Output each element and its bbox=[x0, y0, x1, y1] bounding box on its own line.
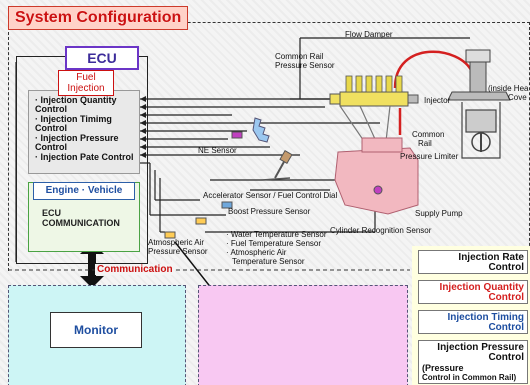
fuel-injection-item: · Injection Pate Control bbox=[35, 152, 134, 162]
ecu-title: ECU bbox=[65, 46, 139, 70]
legend-pressure-line1: Injection Pressure bbox=[437, 342, 524, 353]
legend-injection-pressure: Injection Pressure Control (Pressure Con… bbox=[418, 340, 528, 384]
diagram-title: System Configuration bbox=[8, 6, 189, 30]
legend-rate-line1: Injection Rate bbox=[458, 252, 524, 263]
atmospheric-air-pressure-label-1: Atmospheric Air bbox=[148, 238, 205, 247]
legend-timing-line1: Injection Timing bbox=[447, 312, 524, 323]
accelerator-sensor-label: Accelerator Sensor / Fuel Control Dial bbox=[203, 191, 338, 200]
fuel-temperature-sensor-label: · Fuel Temperature Sensor bbox=[226, 239, 322, 248]
fuel-injection-tag: Fuel Injection bbox=[58, 70, 114, 96]
fuel-injection-item: · Injection Timimg Control bbox=[35, 114, 112, 133]
legend-pressure-line2: Control bbox=[488, 352, 524, 363]
legend-rate-line2: Control bbox=[488, 262, 524, 273]
legend-injection-rate: Injection Rate Control bbox=[418, 250, 528, 274]
atmospheric-air-pressure-label-2: Pressure Sensor bbox=[148, 247, 208, 256]
legend-quantity-line2: Control bbox=[488, 292, 524, 303]
communication-label: Communication bbox=[95, 264, 175, 275]
common-rail-label-2: Rail bbox=[418, 139, 432, 148]
fuel-injection-item: · Injection Quantity Control bbox=[35, 95, 117, 114]
boost-pressure-sensor-label: Boost Pressure Sensor bbox=[228, 207, 311, 216]
engine-vehicle-title: Engine · Vehicle bbox=[33, 182, 135, 200]
legend-timing-line2: Control bbox=[488, 322, 524, 333]
inside-head-label-2: Cove bbox=[508, 93, 527, 102]
monitor-button[interactable]: Monitor bbox=[50, 312, 142, 348]
ne-sensor-label: NE Sensor bbox=[198, 146, 237, 155]
cylinder-recognition-label: Cylinder Recognition Sensor bbox=[330, 226, 432, 235]
ecu-comm-line2: COMMUNICATION bbox=[42, 218, 120, 228]
legend-injection-quantity: Injection Quantity Control bbox=[418, 280, 528, 304]
ecu-communication-label: ECU COMMUNICATION bbox=[42, 208, 132, 228]
fuel-injection-item: · Injection Pressure Control bbox=[35, 133, 119, 152]
legend-quantity-line1: Injection Quantity bbox=[439, 282, 524, 293]
flow-damper-label: Flow Damper bbox=[345, 30, 393, 39]
ecu-comm-line1: ECU bbox=[42, 208, 62, 218]
supply-pump-label: Supply Pump bbox=[415, 209, 463, 218]
legend-pressure-line3: (Pressure bbox=[422, 363, 464, 373]
atmospheric-air-temp-label-1: · Atmospheric Air bbox=[226, 248, 287, 257]
supply-pump-shape bbox=[334, 147, 419, 215]
water-temperature-sensor-label: · Water Temperature Sensor bbox=[226, 230, 327, 239]
vehicle-zone bbox=[198, 285, 408, 385]
common-rail-label-1: Common bbox=[412, 130, 445, 139]
atmospheric-air-temp-label-2: Temperature Sensor bbox=[232, 257, 305, 266]
legend-injection-timing: Injection Timing Control bbox=[418, 310, 528, 334]
common-rail-pressure-sensor-label-1: Common Rail bbox=[275, 52, 324, 61]
injector-label: Injector bbox=[424, 96, 451, 105]
fuel-injection-box: · Injection Quantity Control · Injection… bbox=[28, 90, 140, 174]
inside-head-label-1: (inside Hea bbox=[488, 84, 529, 93]
common-rail-pressure-sensor-label-2: Pressure Sensor bbox=[275, 61, 335, 70]
injector-shape bbox=[469, 59, 487, 97]
legend-pressure-line4: Control in Common Rail) bbox=[422, 373, 517, 382]
common-rail-shape bbox=[339, 91, 409, 107]
pressure-limiter-label: Pressure Limiter bbox=[400, 152, 459, 161]
